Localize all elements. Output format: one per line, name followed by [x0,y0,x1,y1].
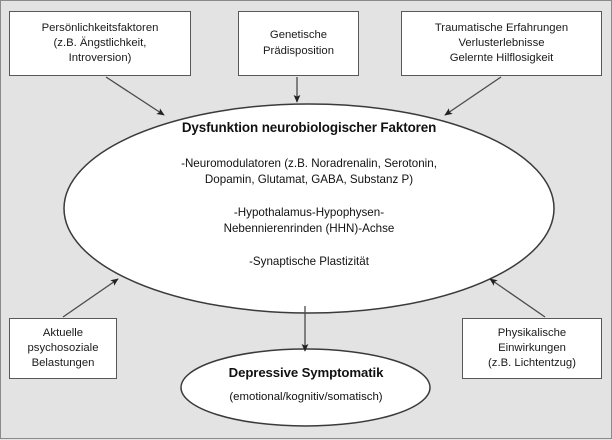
node-physikalische-einwirkungen[interactable]: Physikalische Einwirkungen (z.B. Lichten… [462,318,602,379]
core-ellipse-shape [63,103,555,314]
node-line: Prädisposition [263,44,334,57]
arrow-persoenlichkeitsfaktoren-to-core [105,76,165,116]
arrow-aktuelle-belastungen-to-core [62,278,119,318]
node-aktuelle-psychosoziale-belastungen[interactable]: Aktuelle psychosoziale Belastungen [9,318,117,379]
node-genetische-praedisposition[interactable]: Genetische Prädisposition [238,11,359,76]
node-line: Verlusterlebnisse [458,36,545,49]
node-line: Belastungen [31,357,95,370]
node-persoenlichkeitsfaktoren[interactable]: Persönlichkeitsfaktoren (z.B. Ängstlichk… [9,11,191,76]
node-line: Gelernte Hilflosigkeit [449,52,554,65]
node-line: (z.B. Lichtentzug) [488,357,576,370]
node-line: Persönlichkeitsfaktoren [41,21,159,34]
node-traumatische-erfahrungen[interactable]: Traumatische Erfahrungen Verlusterlebnis… [401,11,602,76]
node-line: psychosoziale [27,341,99,354]
outcome-ellipse-shape [180,348,431,427]
node-line: Genetische [269,29,328,42]
arrow-traumatische-erfahrungen-to-core [444,76,502,116]
node-line: Physikalische [497,326,567,339]
node-line: (z.B. Ängstlichkeit, [53,36,147,49]
arrow-physikalische-einwirkungen-to-core [489,278,546,318]
node-line: Aktuelle [42,326,84,339]
node-line: Traumatische Erfahrungen [434,21,569,34]
node-line: Introversion) [68,52,132,65]
node-line: Einwirkungen [498,341,566,354]
